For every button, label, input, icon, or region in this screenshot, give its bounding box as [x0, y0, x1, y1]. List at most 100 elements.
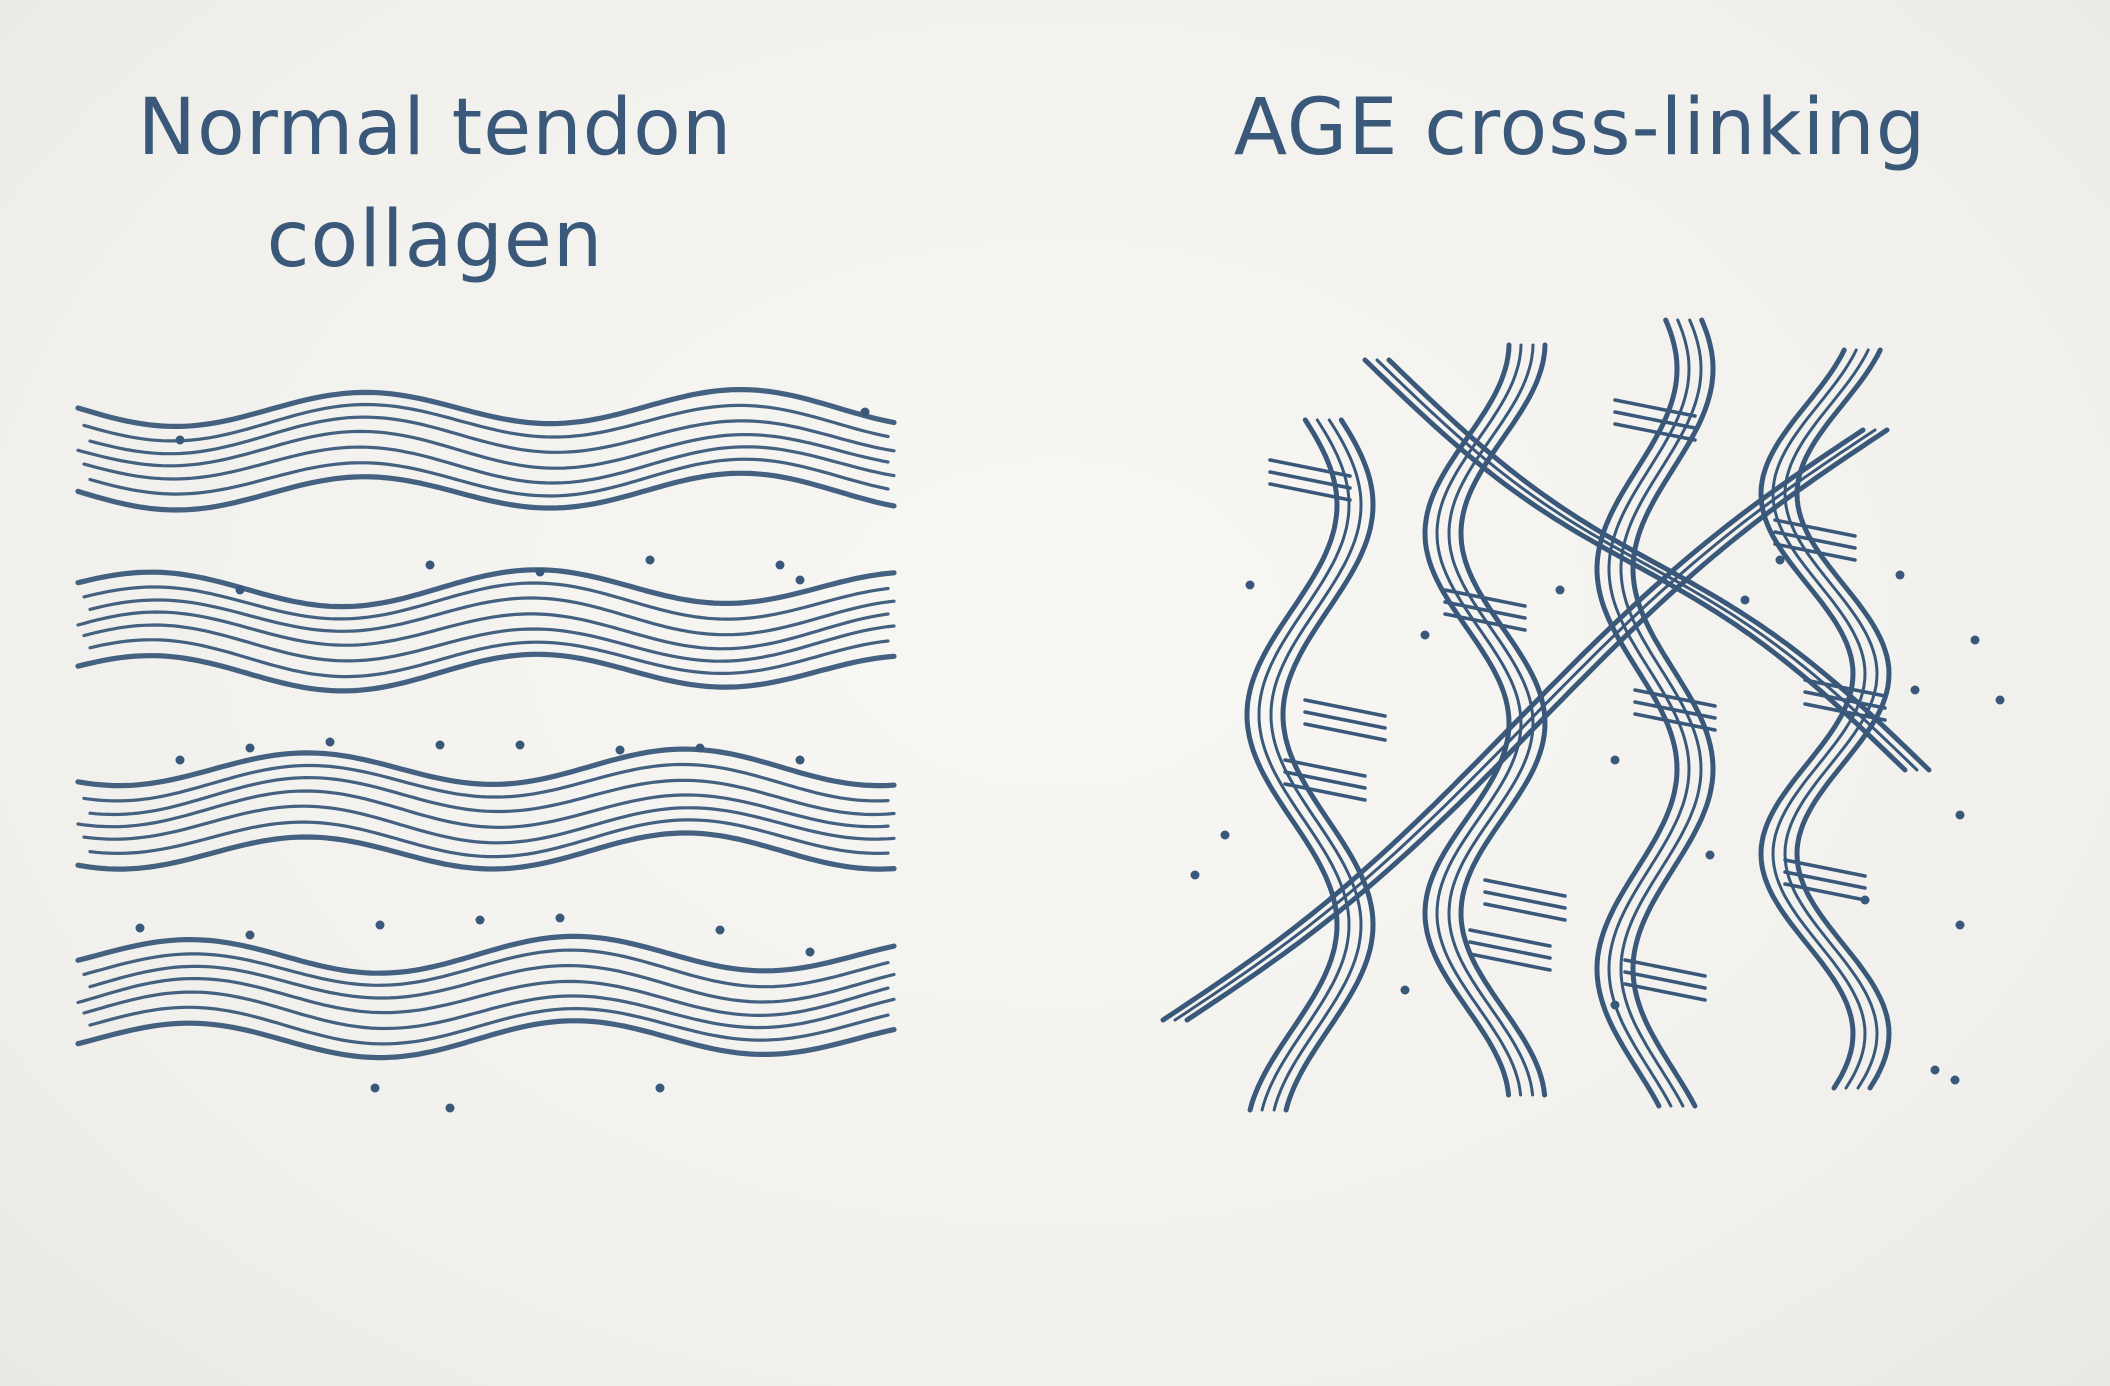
collagen-fiber: [76, 789, 890, 830]
crosslinked-fiber-line: [1758, 347, 1856, 1091]
crosslink-line: [1633, 688, 1717, 708]
title-normal-line2: collagen: [266, 195, 604, 285]
diagonal-fiber: [1160, 427, 1890, 1023]
crosslink-line: [1803, 690, 1887, 710]
matrix-dot: [175, 435, 185, 445]
age-crosslinking-illustration: [1160, 317, 2005, 1113]
collagen-fiber: [75, 830, 897, 872]
collagen-fiber: [82, 581, 890, 621]
collagen-fiber: [76, 977, 890, 1017]
collagen-fiber: [88, 415, 896, 456]
matrix-dot: [1970, 635, 1980, 645]
collagen-fiber: [76, 610, 890, 651]
matrix-dot: [1860, 895, 1870, 905]
matrix-dot: [235, 585, 245, 595]
crosslink-line: [1268, 482, 1352, 502]
crosslink-line: [1443, 600, 1527, 620]
crosslink-mark: [1773, 518, 1857, 562]
collagen-fiber: [88, 818, 890, 859]
matrix-dot: [445, 1103, 455, 1113]
matrix-dot: [555, 913, 565, 923]
crosslinked-fiber-line: [1184, 427, 1890, 1023]
crosslink-line: [1773, 542, 1857, 562]
crosslink-line: [1613, 410, 1697, 430]
collagen-fiber: [75, 567, 897, 610]
panel-title-normal: Normal tendon collagen: [0, 72, 870, 296]
crosslinked-fiber-line: [1607, 318, 1691, 1108]
matrix-dot: [1610, 755, 1620, 765]
collagen-fiber: [82, 623, 896, 663]
crosslink-line: [1468, 940, 1552, 960]
matrix-dot: [1555, 585, 1565, 595]
crosslink-line: [1443, 612, 1527, 632]
matrix-dot: [1190, 870, 1200, 880]
crosslink-mark: [1803, 678, 1887, 722]
matrix-dot: [1955, 920, 1965, 930]
crosslink-line: [1623, 958, 1707, 978]
matrix-dot: [645, 555, 655, 565]
crosslink-line: [1803, 678, 1887, 698]
panel-age-crosslinking: AGE cross-linking: [1055, 0, 2110, 1386]
matrix-dot: [655, 1083, 665, 1093]
crosslinked-fiber-line: [1447, 343, 1535, 1097]
crosslink-line: [1303, 710, 1387, 730]
crosslinked-fiber-line: [1257, 418, 1351, 1112]
crosslink-line: [1783, 870, 1867, 890]
matrix-dot: [1740, 595, 1750, 605]
crosslink-line: [1773, 518, 1857, 538]
matrix-dot: [1995, 695, 2005, 705]
collagen-fiber: [88, 596, 896, 637]
collagen-fiber: [75, 746, 897, 789]
crosslink-line: [1633, 712, 1717, 732]
vertical-fiber: [1244, 417, 1376, 1113]
crosslink-mark: [1623, 958, 1707, 1002]
matrix-dot: [1220, 830, 1230, 840]
matrix-dot: [795, 575, 805, 585]
crosslinked-fiber-line: [1160, 427, 1866, 1023]
crosslink-line: [1268, 458, 1352, 478]
collagen-fiber: [82, 762, 890, 803]
collagen-fiber: [82, 948, 890, 989]
crosslink-line: [1303, 722, 1387, 742]
crosslink-line: [1483, 902, 1567, 922]
crosslink-line: [1483, 878, 1567, 898]
collagen-fiber: [82, 402, 890, 443]
matrix-dot: [775, 560, 785, 570]
matrix-dot: [370, 1083, 380, 1093]
collagen-fiber: [75, 470, 897, 513]
crosslink-mark: [1468, 928, 1552, 972]
crosslink-line: [1303, 698, 1387, 718]
crosslink-line: [1623, 970, 1707, 990]
matrix-dot: [1610, 1000, 1620, 1010]
normal-collagen-illustration: [75, 387, 897, 1113]
collagen-fiber: [88, 964, 896, 1004]
crosslink-line: [1783, 882, 1867, 902]
matrix-dot: [805, 947, 815, 957]
matrix-dot: [1775, 555, 1785, 565]
matrix-dot: [1910, 685, 1920, 695]
crosslinked-fiber-line: [1280, 417, 1376, 1113]
crosslink-line: [1783, 858, 1867, 878]
matrix-dot: [135, 923, 145, 933]
matrix-dot: [245, 930, 255, 940]
vertical-fiber: [1758, 347, 1892, 1091]
crosslink-mark: [1443, 588, 1527, 632]
matrix-dot: [245, 743, 255, 753]
matrix-dot: [375, 920, 385, 930]
crosslink-line: [1633, 700, 1717, 720]
crosslink-mark: [1303, 698, 1387, 742]
matrix-dot: [475, 915, 485, 925]
crosslink-line: [1468, 952, 1552, 972]
collagen-fiber: [76, 429, 890, 470]
matrix-dot: [515, 740, 525, 750]
crosslinked-fiber-line: [1594, 317, 1680, 1109]
crosslink-line: [1283, 782, 1367, 802]
crosslink-line: [1443, 588, 1527, 608]
crosslink-mark: [1483, 878, 1567, 922]
collagen-fiber: [75, 933, 897, 976]
collagen-fiber: [75, 1018, 897, 1061]
matrix-dot: [535, 567, 545, 577]
collagen-fiber: [82, 445, 896, 485]
matrix-dot: [1420, 630, 1430, 640]
collagen-fiber: [88, 1005, 890, 1046]
